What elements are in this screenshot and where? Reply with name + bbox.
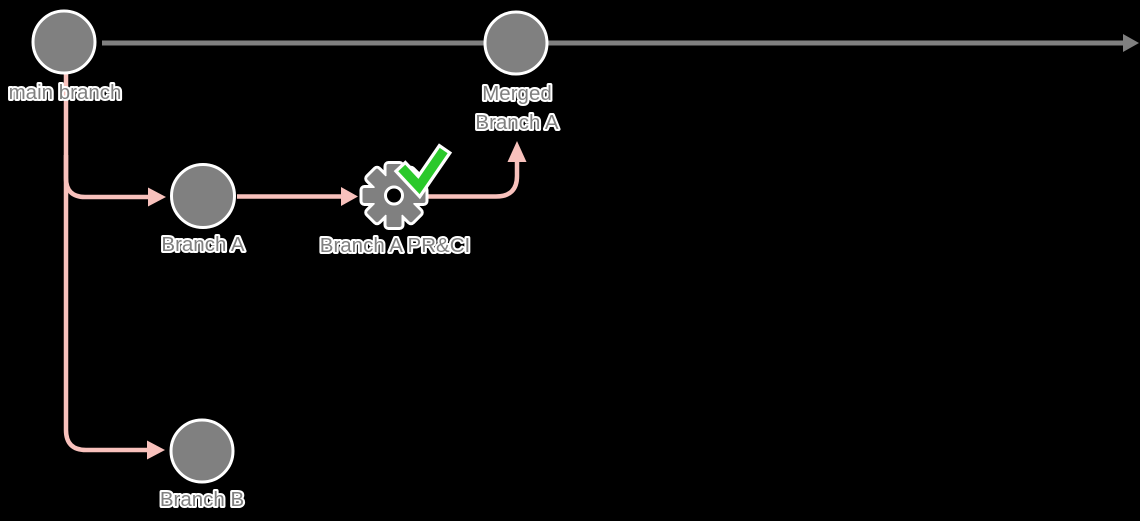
ci-to-merged-line: [426, 162, 520, 199]
ci-to-merged-arrowhead-icon: [507, 141, 527, 162]
branch-b-line: [63, 73, 147, 453]
main-timeline-arrowhead-icon: [1123, 34, 1139, 52]
gear-icon: [359, 161, 429, 230]
node-branch-b: [169, 418, 235, 484]
label-branch-b: Branch B: [160, 488, 244, 511]
node-main-branch: [31, 9, 97, 75]
label-merged-line2: Branch A: [475, 111, 559, 134]
label-merged-line1: Merged: [482, 82, 552, 105]
check-icon: [393, 143, 453, 200]
label-branch-a: Branch A: [161, 233, 245, 256]
label-main-branch: main branch: [9, 81, 122, 104]
branch-a-arrowhead-icon: [148, 187, 166, 207]
branch-b-arrowhead-icon: [147, 440, 165, 460]
node-branch-a: [170, 163, 236, 229]
label-branch-a-pr-ci: Branch A PR&CI: [320, 234, 470, 257]
node-merged-branch-a: [483, 10, 549, 76]
gear-hole: [384, 185, 404, 206]
branch-a-to-ci-arrowhead-icon: [341, 187, 358, 206]
branch-a-line: [63, 155, 148, 200]
